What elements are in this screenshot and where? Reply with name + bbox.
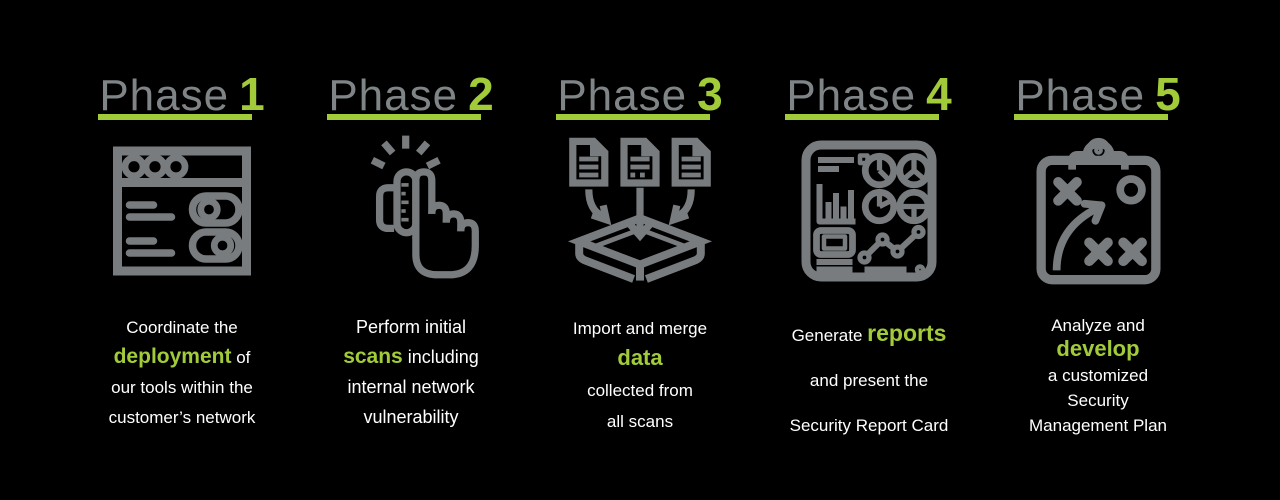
- desc-highlight: reports: [867, 320, 947, 346]
- phase-label: Phase: [99, 71, 230, 120]
- desc-line: Management Plan: [991, 412, 1205, 437]
- phase-description: Import and merge data collected from all…: [533, 312, 747, 436]
- desc-text: of: [231, 348, 251, 367]
- phase-underline: [97, 114, 252, 120]
- phase-number: 5: [1155, 68, 1181, 120]
- phase-label: Phase: [786, 71, 917, 120]
- phase-number: 2: [468, 68, 494, 120]
- desc-line: data: [533, 343, 747, 374]
- desc-text: including: [402, 347, 479, 367]
- desc-text: Coordinate the: [126, 318, 238, 337]
- desc-line: a customized: [991, 362, 1205, 387]
- desc-line: Generate reports: [762, 312, 976, 357]
- desc-line: our tools within the: [75, 372, 289, 402]
- desc-line: Import and merge: [533, 312, 747, 343]
- phase-underline: [326, 114, 481, 120]
- phase-description: Generate reports and present the Securit…: [762, 312, 976, 447]
- desc-text: our tools within the: [111, 378, 253, 397]
- phase-label: Phase: [1015, 71, 1146, 120]
- phase-label: Phase: [557, 71, 688, 120]
- desc-highlight: data: [617, 345, 663, 370]
- desc-text: internal network: [347, 377, 475, 397]
- phase-underline: [555, 114, 710, 120]
- desc-line: Perform initial: [304, 312, 518, 342]
- desc-text: customer’s network: [108, 408, 256, 427]
- phase-description: Perform initial scans including internal…: [304, 312, 518, 432]
- desc-highlight: deployment: [113, 345, 232, 368]
- desc-line: Security Report Card: [762, 402, 976, 447]
- phase-underline: [784, 114, 939, 120]
- desc-text: Generate: [791, 326, 868, 345]
- finger-press-button-icon: [339, 124, 484, 298]
- desc-text: Management Plan: [1029, 416, 1167, 435]
- desc-line: collected from: [533, 374, 747, 405]
- phase-number: 3: [697, 68, 723, 120]
- desc-line: internal network: [304, 372, 518, 402]
- phase-number: 4: [926, 68, 952, 120]
- desc-line: Coordinate the: [75, 312, 289, 342]
- desc-line: develop: [991, 337, 1205, 362]
- phase-number: 1: [239, 68, 265, 120]
- desc-line: all scans: [533, 405, 747, 436]
- phase-label: Phase: [328, 71, 459, 120]
- desc-text: all scans: [606, 412, 674, 431]
- desc-line: customer’s network: [75, 402, 289, 432]
- desc-line: and present the: [762, 357, 976, 402]
- desc-line: deployment of: [75, 342, 289, 372]
- desc-text: collected from: [587, 381, 693, 400]
- desc-highlight: scans: [343, 345, 403, 368]
- desc-text: Import and merge: [572, 319, 708, 338]
- desc-text: vulnerability: [363, 407, 459, 427]
- desc-line: scans including: [304, 342, 518, 372]
- desc-text: and present the: [809, 371, 929, 390]
- desc-text: Security Report Card: [789, 416, 949, 435]
- reports-dashboard-icon: [794, 124, 944, 298]
- strategy-clipboard-icon: [1021, 124, 1176, 298]
- desc-highlight: develop: [1056, 336, 1140, 361]
- desc-text: Analyze and: [1051, 316, 1145, 335]
- phase-description: Analyze and develop a customized Securit…: [991, 312, 1205, 437]
- desc-text: Perform initial: [355, 317, 467, 337]
- phase-underline: [1013, 114, 1168, 120]
- desc-line: vulnerability: [304, 402, 518, 432]
- phase-description: Coordinate the deployment of our tools w…: [75, 312, 289, 432]
- merge-documents-box-icon: [560, 124, 720, 298]
- desc-text: a customized: [1047, 366, 1149, 385]
- desc-text: Security: [1067, 391, 1129, 410]
- desc-line: Security: [991, 387, 1205, 412]
- desc-line: Analyze and: [991, 312, 1205, 337]
- deployment-settings-window-icon: [107, 124, 257, 298]
